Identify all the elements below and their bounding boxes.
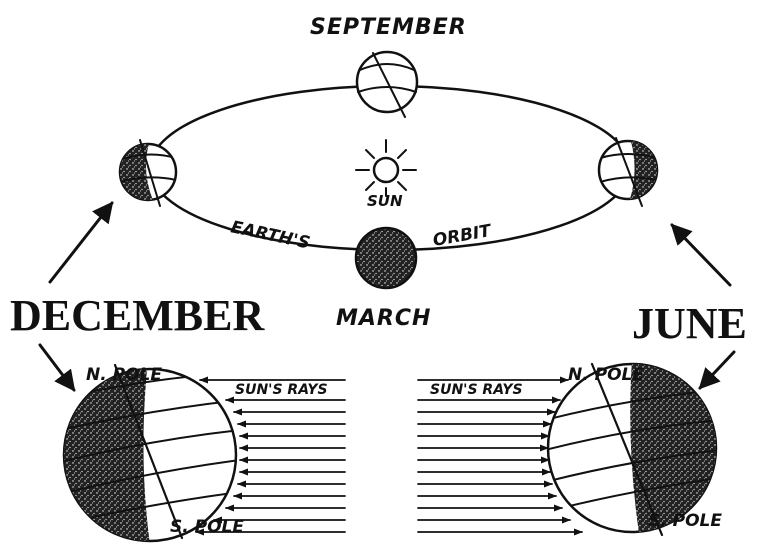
december-suns-rays-label: SUN'S RAYS (235, 382, 328, 398)
december-up-arrow (50, 203, 112, 282)
june-suns-rays-label: SUN'S RAYS (430, 382, 523, 398)
june-s-pole-label: S. POLE (648, 511, 722, 531)
june-n-pole-label: N. POLE (568, 365, 644, 385)
orbit-label-earths: EARTH'S (229, 217, 312, 253)
sun-icon (356, 140, 416, 196)
march-label: MARCH (336, 306, 431, 331)
september-label: SEPTEMBER (310, 15, 467, 40)
december-heading: DECEMBER (10, 291, 265, 340)
december-orbit-globe (118, 140, 176, 206)
june-heading: JUNE (632, 299, 747, 348)
september-globe (357, 52, 417, 117)
sun-label: SUN (367, 192, 403, 210)
december-n-pole-label: N. POLE (86, 365, 162, 385)
june-orbit-globe (599, 138, 662, 206)
june-up-arrow (672, 225, 730, 285)
june-down-arrow (700, 352, 734, 388)
march-globe (356, 228, 416, 288)
december-down-arrow (40, 345, 74, 390)
